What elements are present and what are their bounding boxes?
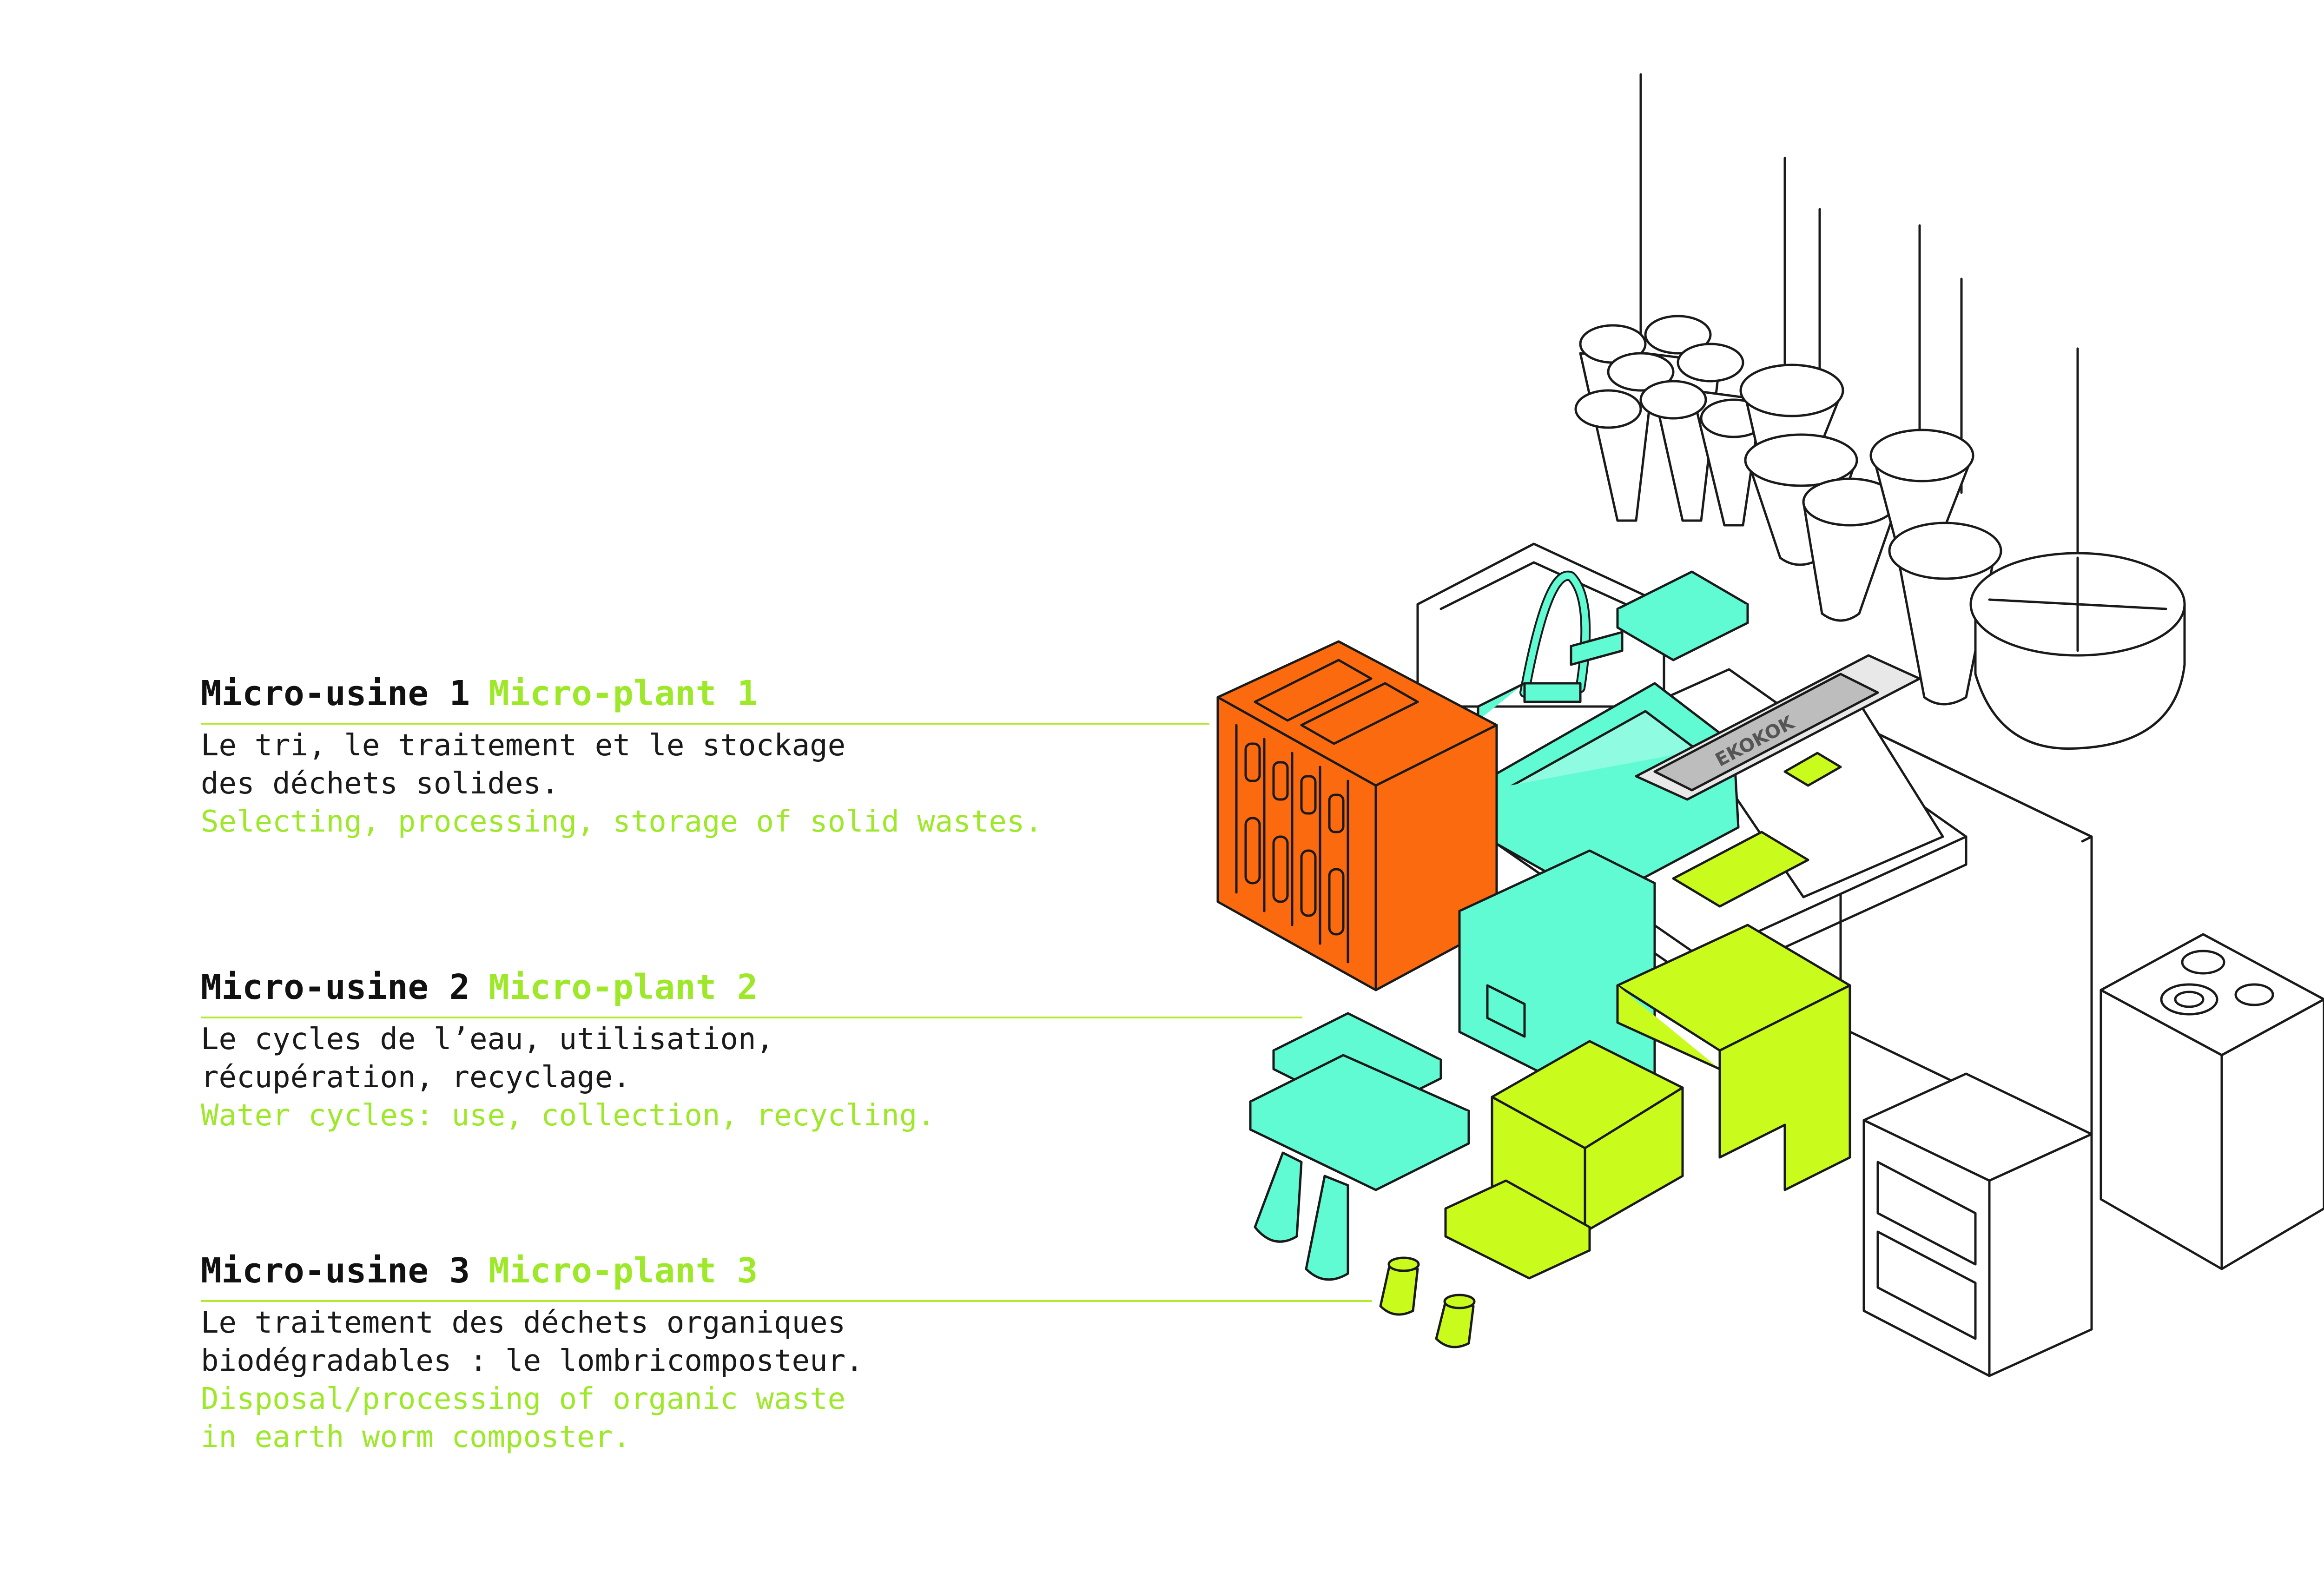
hanging-planters [1574, 73, 2186, 750]
drainer-tray [1616, 570, 1749, 661]
micro-plant-1-desc-en: Selecting, processing, storage of solid … [201, 805, 1043, 839]
micro-plant-3-label: Micro-usine 3 Micro-plant 3 Le traitement… [201, 1254, 864, 1456]
faucet-icon [1477, 570, 1624, 722]
micro-plant-1-title-en: Micro-plant 1 [489, 674, 758, 713]
lime-composter-cabinet [1444, 924, 1851, 1280]
micro-plant-1-label: Micro-usine 1 Micro-plant 1 Le tri, le tr… [201, 676, 1043, 841]
micro-plant-2-desc-fr: Le cycles de l’eau, utilisation, récupér… [201, 1022, 774, 1095]
lime-tray-insert [1672, 752, 1842, 908]
lime-bottles [1379, 1256, 1476, 1348]
micro-plant-1-title: Micro-usine 1 Micro-plant 1 [201, 676, 1043, 711]
micro-plant-3-leader-line [201, 1300, 1372, 1302]
micro-plant-2-title-fr: Micro-usine 2 [201, 967, 470, 1007]
turquoise-parts [1249, 1012, 1470, 1281]
micro-plant-3-title-fr: Micro-usine 3 [201, 1251, 470, 1291]
micro-plant-3-desc-en: Disposal/processing of organic waste in … [201, 1382, 846, 1454]
micro-plant-1-title-fr: Micro-usine 1 [201, 674, 470, 713]
drawer-unit [1862, 1072, 2093, 1377]
stove-unit [2100, 933, 2324, 1270]
micro-plant-2-desc-en: Water cycles: use, collection, recycling… [201, 1098, 935, 1133]
micro-plant-1-desc-fr: Le tri, le traitement et le stockage des… [201, 728, 846, 801]
micro-plant-2-title-en: Micro-plant 2 [489, 967, 758, 1007]
micro-plant-2-leader-line [201, 1017, 1302, 1018]
orange-sorting-unit [1216, 640, 1498, 991]
micro-plant-1-leader-line [201, 723, 1209, 725]
micro-plant-2-title: Micro-usine 2 Micro-plant 2 [201, 970, 935, 1004]
micro-plant-2-label: Micro-usine 2 Micro-plant 2 Le cycles de … [201, 970, 935, 1135]
micro-plant-3-desc-fr: Le traitement des déchets organiques bio… [201, 1306, 864, 1378]
micro-plant-3-title-en: Micro-plant 3 [489, 1251, 758, 1291]
micro-plant-3-title: Micro-usine 3 Micro-plant 3 [201, 1254, 864, 1288]
